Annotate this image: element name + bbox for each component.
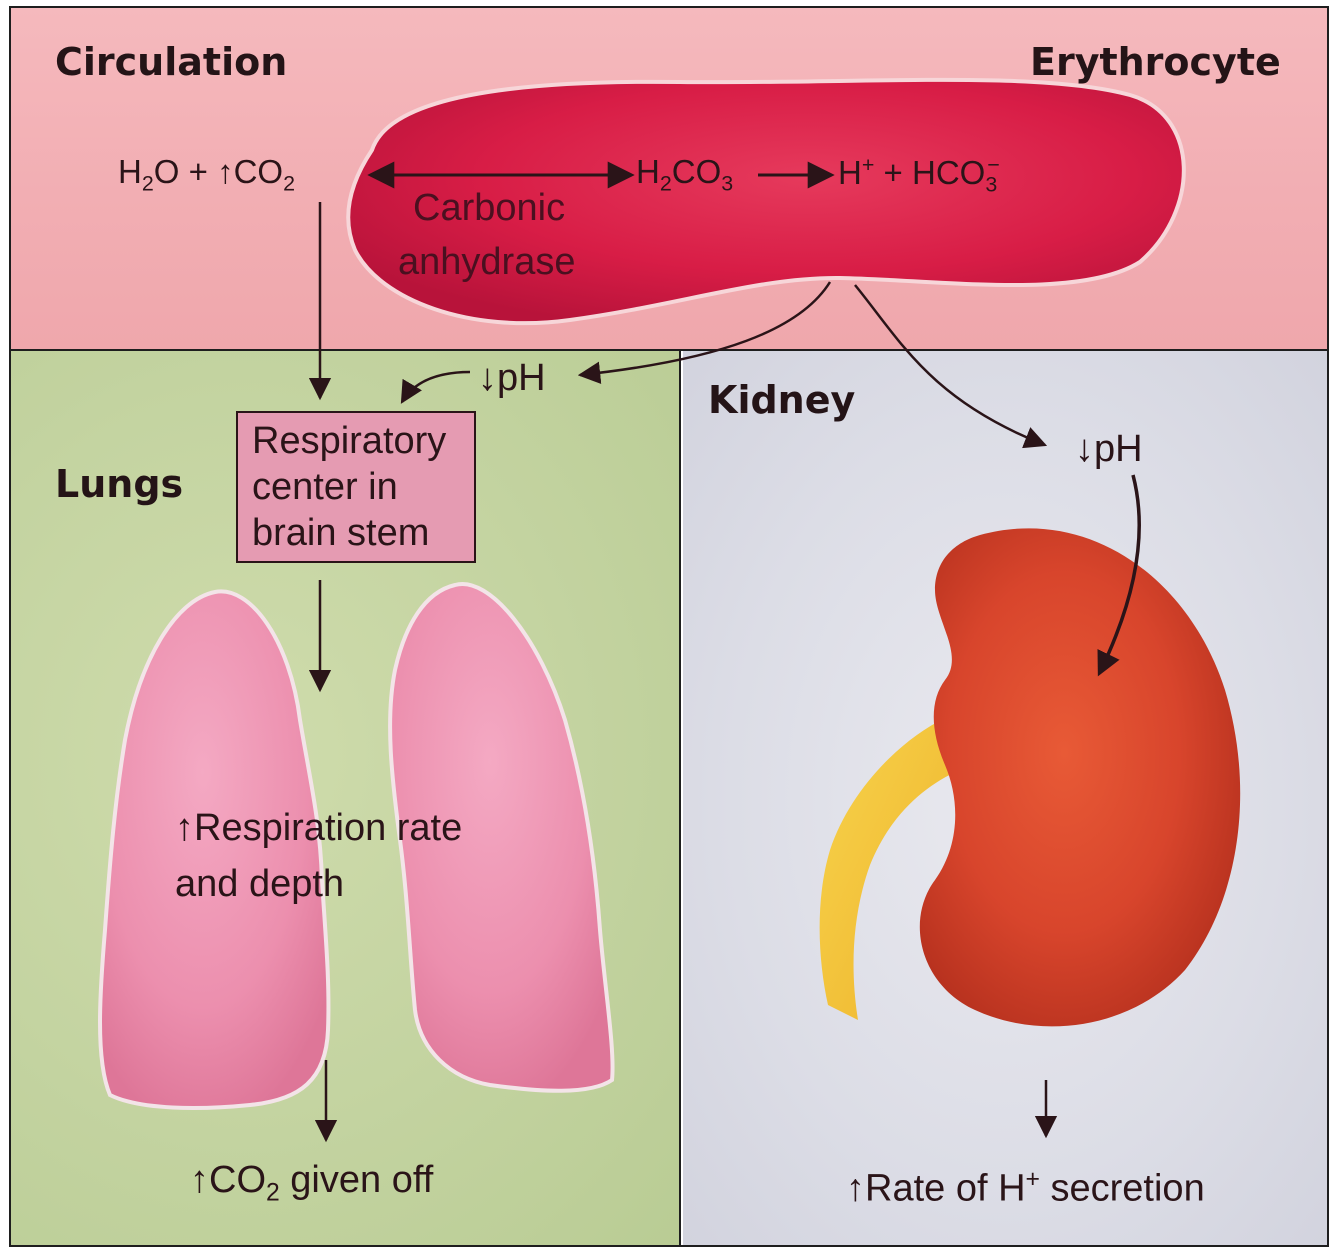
equation-reactants: H2O + ↑CO2 bbox=[118, 153, 295, 197]
enzyme-label-line2: anhydrase bbox=[398, 240, 575, 284]
co2-formula: ↑CO2 bbox=[217, 153, 295, 190]
bicarbonate-formula: HCO3− bbox=[912, 154, 1000, 191]
respiratory-center-line3: brain stem bbox=[252, 511, 429, 555]
lungs-result-text: ↑CO2 given off bbox=[190, 1158, 433, 1216]
lungs-ph-to-brain-arrow bbox=[402, 372, 470, 402]
water-formula: H2O bbox=[118, 153, 179, 190]
enzyme-label-line1: Carbonic bbox=[413, 186, 565, 230]
respiratory-center-line2: center in bbox=[252, 465, 398, 509]
kidney-ph-label: ↓pH bbox=[1075, 427, 1143, 471]
respiratory-center-box: Respiratory center in brain stem bbox=[236, 411, 476, 563]
carbonic-acid-formula: H2CO3 bbox=[636, 153, 733, 197]
respiratory-center-line1: Respiratory bbox=[252, 419, 446, 463]
plus-sign: + bbox=[189, 153, 208, 190]
lungs-title: Lungs bbox=[55, 462, 183, 506]
erythrocyte-to-kidney-ph-arrow bbox=[855, 285, 1045, 445]
circulation-title: Circulation bbox=[55, 40, 287, 84]
proton-formula: H+ bbox=[838, 154, 874, 191]
kidney-result-text: ↑Rate of H+ secretion bbox=[846, 1158, 1205, 1211]
kidney-title: Kidney bbox=[708, 378, 855, 422]
lungs-effect-line1: ↑Respiration rate bbox=[175, 806, 462, 850]
kidney-shape bbox=[920, 528, 1240, 1026]
erythrocyte-title: Erythrocyte bbox=[1030, 40, 1281, 84]
lungs-ph-label: ↓pH bbox=[478, 356, 546, 400]
plus-sign-2: + bbox=[884, 154, 903, 191]
dissociation-products: H+ + HCO3− bbox=[838, 153, 1000, 198]
lungs-effect-line2: and depth bbox=[175, 862, 344, 906]
